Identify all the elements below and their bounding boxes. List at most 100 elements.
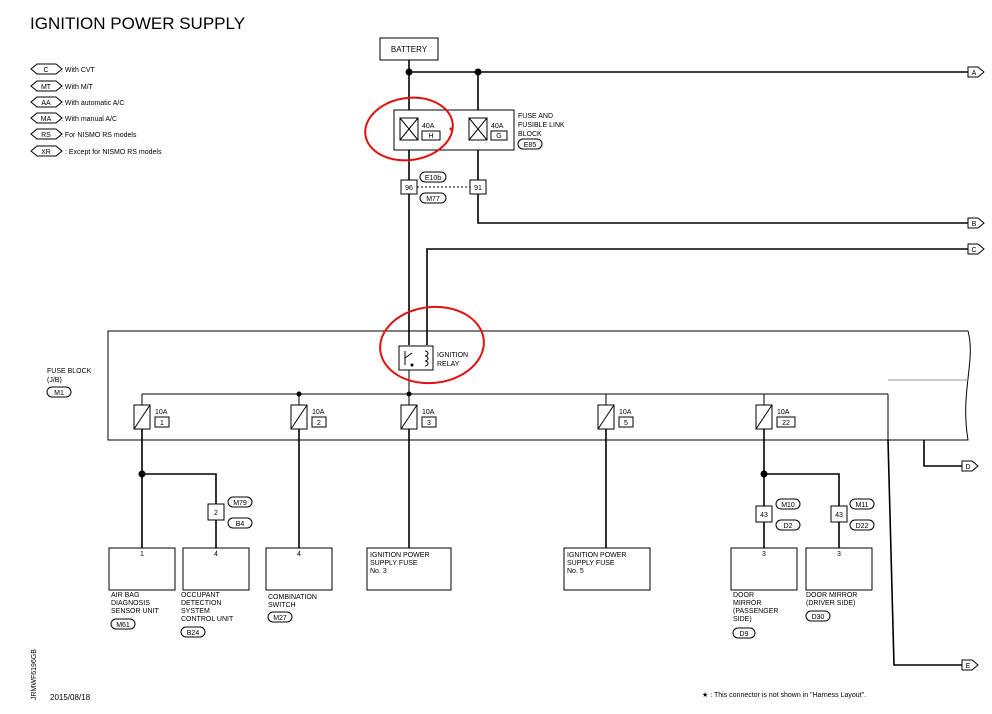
- connector-pin-box: [830, 505, 848, 523]
- legend-item: RS : For NISMO RS models: [30, 128, 137, 140]
- component-box: [366, 547, 452, 591]
- connector-tag: [732, 627, 756, 639]
- connector-pin-number: 96: [405, 185, 413, 192]
- component-ignition-power-supply-fuse-5: IGNITION POWER SUPPLY FUSE No. 5: [563, 547, 651, 591]
- component-box: [730, 547, 798, 591]
- component-label-line: DIAGNOSIS: [111, 600, 150, 607]
- fusible-link-cross: [468, 117, 488, 141]
- legend-code: C: [43, 67, 48, 74]
- wire: [426, 248, 968, 345]
- connector-tag: [227, 517, 253, 529]
- connector-tag-label: M27: [273, 615, 287, 622]
- connector-tag: [46, 386, 72, 398]
- arrow-label: E: [966, 663, 971, 670]
- fusible-link-rating: 40A: [491, 123, 504, 130]
- fuse-number: 2: [317, 420, 321, 427]
- fusible-link-rating: 40A: [422, 123, 435, 130]
- connector-tag-label: M11: [855, 502, 868, 509]
- fuse-rating: 10A: [777, 409, 790, 416]
- footer-note: ★ : This connector is not shown in "Harn…: [702, 691, 866, 699]
- fuse-slash: [755, 404, 773, 430]
- offpage-arrow-e: E: [961, 659, 979, 671]
- offpage-arrow-b: B: [967, 217, 985, 229]
- connector-tag: [775, 519, 801, 531]
- fuse-block-outline: [107, 330, 971, 441]
- legend-tag-shape: [30, 80, 63, 92]
- fuse-slash: [597, 404, 615, 430]
- legend-code: RS: [41, 132, 51, 139]
- component-label-line: SIDE): [733, 616, 752, 623]
- fuse-block-label-line: FUSE BLOCK: [47, 368, 92, 375]
- wire: [142, 473, 217, 504]
- fuse-number-box: [776, 416, 796, 428]
- component-label-line: DOOR: [733, 592, 754, 599]
- component-label-line: COMBINATION: [268, 594, 317, 601]
- legend-code: AA: [41, 100, 51, 107]
- relay-label-line: RELAY: [437, 361, 460, 368]
- fuse-3: 10A 3: [400, 394, 437, 430]
- component-label-line: OCCUPANT: [181, 592, 220, 599]
- legend-item: XR : Except for NISMO RS models: [30, 145, 162, 157]
- connector-tag-label: D9: [740, 631, 749, 638]
- fuse-slash: [133, 404, 151, 430]
- legend-code: XR: [41, 149, 51, 156]
- component-label-line: (DRIVER SIDE): [806, 600, 855, 607]
- connector-pin-box: [207, 503, 225, 521]
- arrow-label: C: [971, 247, 976, 254]
- connector-tag-label: B24: [187, 630, 200, 637]
- fuse-number-box: [618, 416, 634, 428]
- red-annotation-circle: [379, 305, 485, 385]
- fusible-link-id: H: [428, 133, 433, 140]
- legend-code: MA: [41, 116, 52, 123]
- component-door-mirror-passenger-side: 3 DOOR MIRROR (PASSENGER SIDE) D9: [730, 547, 798, 639]
- connector-tag: [419, 171, 447, 183]
- connector-tag-label: M10: [781, 502, 795, 509]
- connector-pin-box: [755, 505, 773, 523]
- legend-text: : With automatic A/C: [61, 100, 124, 107]
- fuse-number: 5: [624, 420, 628, 427]
- component-pin: 1: [140, 551, 144, 558]
- fuse-number: 22: [782, 420, 790, 427]
- component-box: [108, 547, 176, 591]
- battery-label: BATTERY: [391, 45, 428, 54]
- relay-contact-point: [410, 363, 414, 367]
- component-ignition-power-supply-fuse-3: IGNITION POWER SUPPLY FUSE No. 3: [366, 547, 452, 591]
- junction-connector-m10-d2: 43 M10 D2: [755, 498, 801, 531]
- arrow-shape: [961, 659, 979, 671]
- legend-text: : For NISMO RS models: [61, 132, 137, 139]
- fuse-rating: 10A: [312, 409, 325, 416]
- wire: [923, 440, 962, 467]
- arrow-label: D: [965, 464, 970, 471]
- connector-tag: [180, 626, 206, 638]
- connector-tag-label: E85: [524, 142, 537, 149]
- legend-tag-shape: [30, 63, 63, 75]
- footer-date: 2015/08/18: [50, 693, 91, 702]
- legend-text: : With CVT: [61, 67, 96, 74]
- component-box: [265, 547, 333, 591]
- legend-tag-shape: [30, 145, 63, 157]
- component-box: [805, 547, 873, 591]
- component-label-line: SWITCH: [268, 602, 296, 609]
- component-pin: 4: [297, 551, 301, 558]
- fusible-link-label-line: FUSE AND: [518, 113, 553, 120]
- component-label-line: MIRROR: [733, 600, 761, 607]
- connector-tag-label: D30: [812, 614, 825, 621]
- connector-pin-number: 91: [474, 185, 482, 192]
- component-combination-switch: 4 COMBINATION SWITCH M27: [265, 547, 333, 623]
- legend-item: C : With CVT: [30, 63, 96, 75]
- red-annotation-circle: [364, 96, 454, 162]
- connector-tag: [805, 610, 831, 622]
- component-pin: 3: [762, 551, 766, 558]
- connector-tag-label: B4: [236, 521, 245, 528]
- red-annotation-dot: [449, 127, 453, 131]
- footer-code: JRMWF6196GB: [31, 649, 38, 700]
- connector-pin-number: 43: [760, 512, 768, 519]
- component-label-line: No. 5: [567, 568, 584, 575]
- relay-label-line: IGNITION: [437, 352, 468, 359]
- connector-tag: [110, 618, 136, 630]
- fusible-link-id-box: [490, 130, 508, 141]
- legend-text: : Except for NISMO RS models: [65, 149, 162, 156]
- legend-code: MT: [41, 84, 52, 91]
- wire: [887, 439, 962, 666]
